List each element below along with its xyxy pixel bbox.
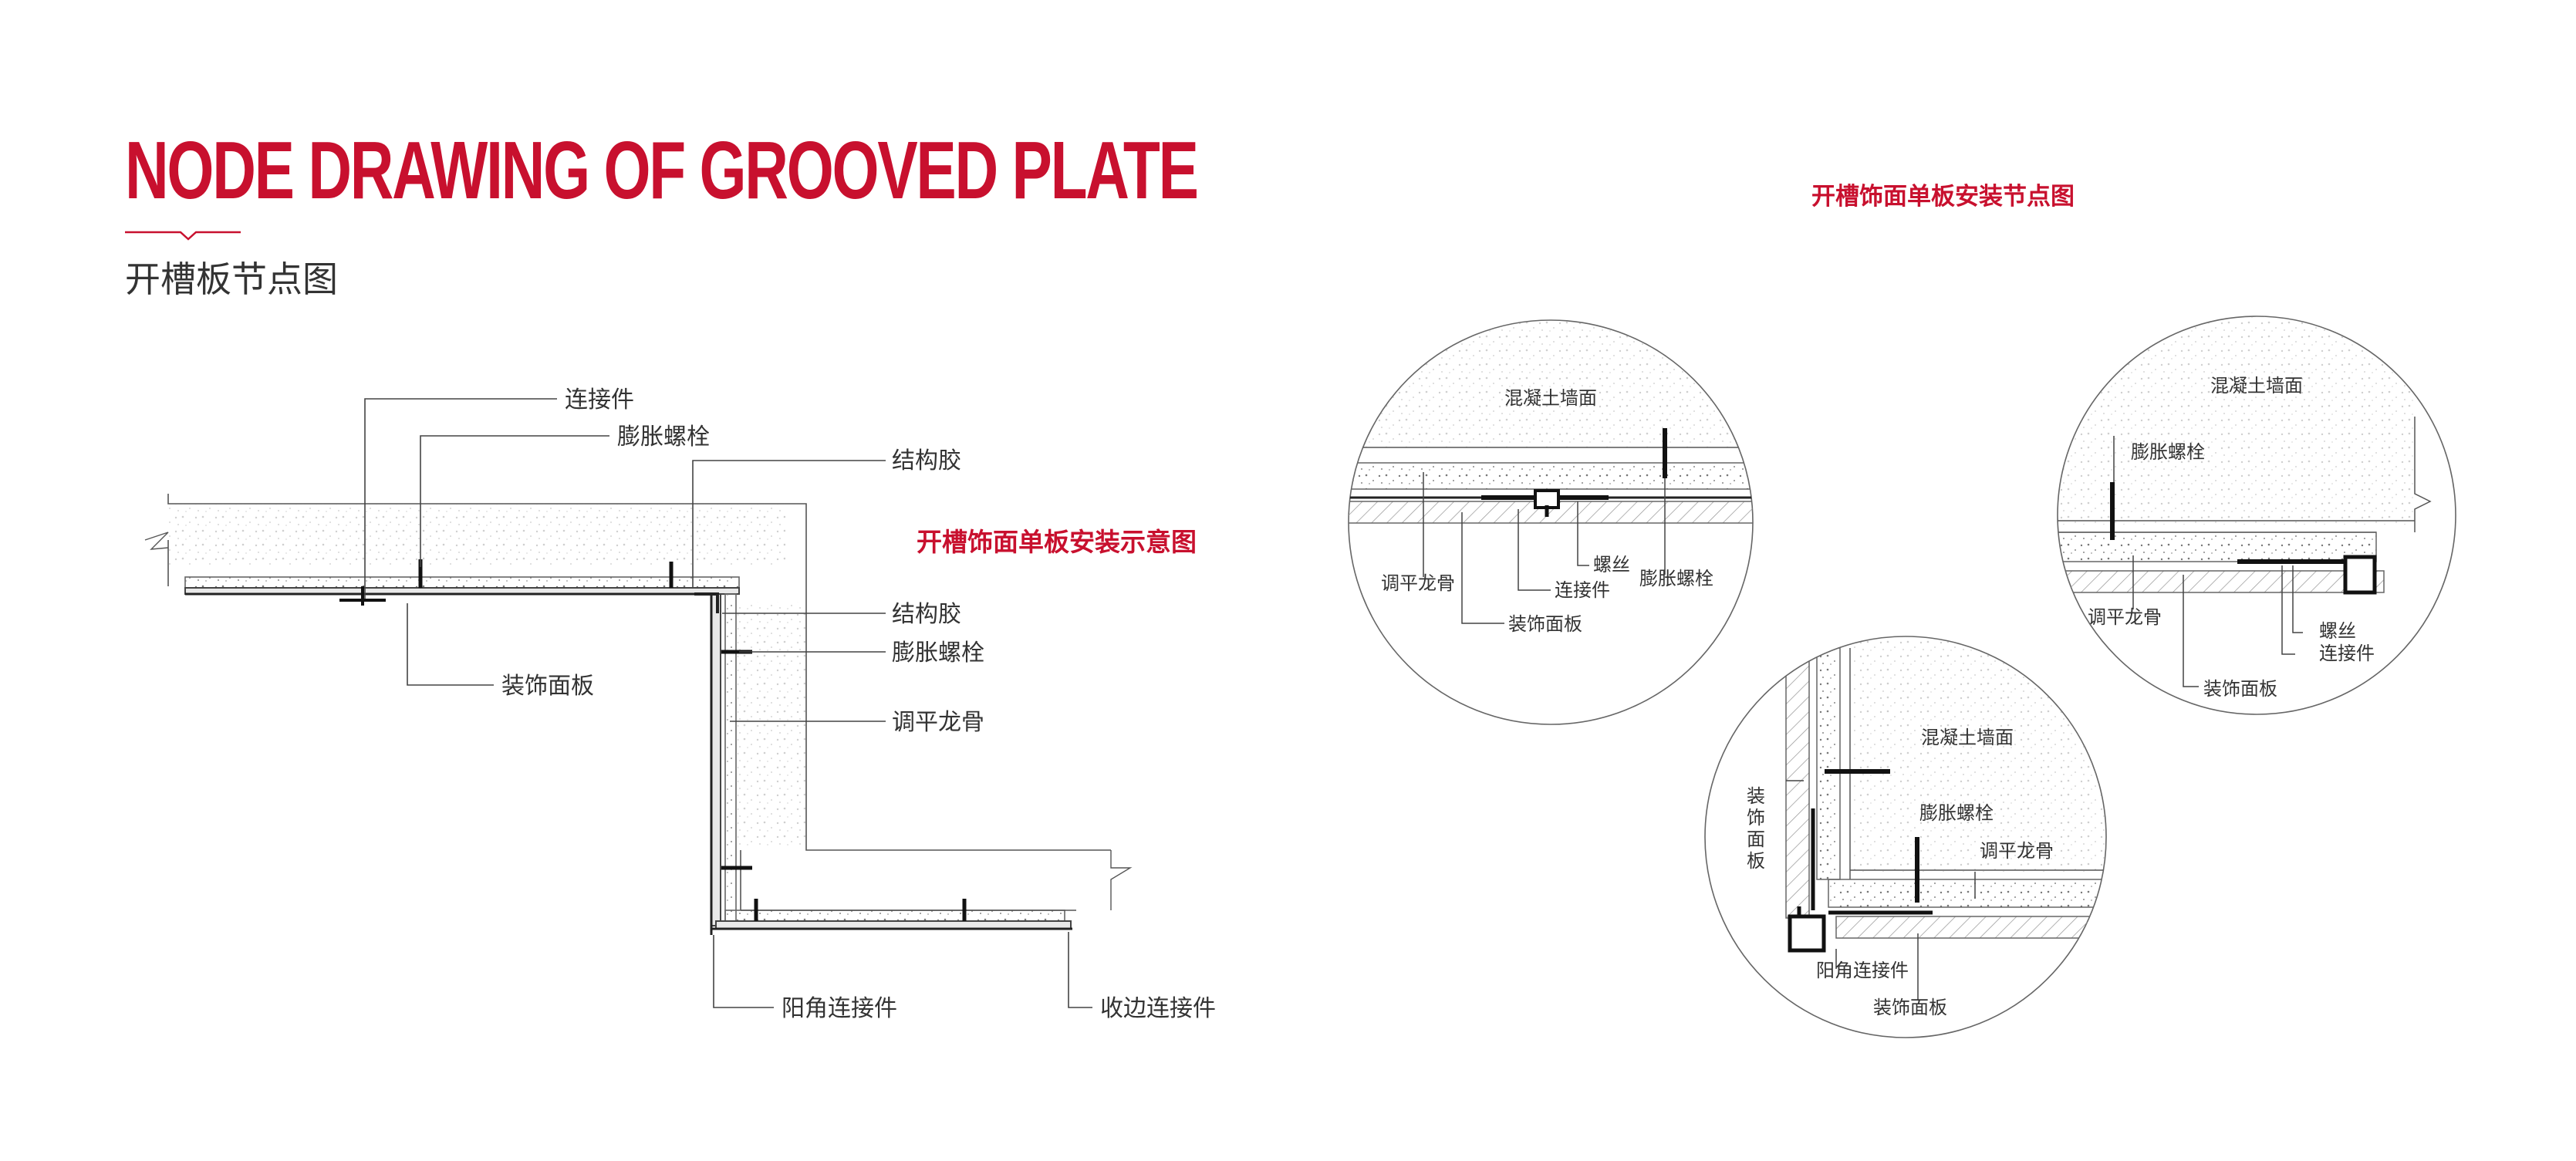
detail-a-label-screw: 螺丝 bbox=[1593, 554, 1630, 575]
label-decorative-panel: 装饰面板 bbox=[501, 673, 594, 700]
detail-c-label-concrete-wall: 混凝土墙面 bbox=[1921, 727, 2014, 748]
label-edge-connector: 收边连接件 bbox=[1100, 995, 1216, 1022]
detail-c-label-leveling-keel: 调平龙骨 bbox=[1980, 840, 2054, 862]
main-diagram bbox=[144, 398, 1133, 1008]
detail-c-label-decorative-panel-vertical: 装饰面板 bbox=[1747, 785, 1765, 872]
label-structural-glue-2: 结构胶 bbox=[892, 601, 961, 628]
title-divider bbox=[125, 231, 241, 241]
page-title: NODE DRAWING OF GROOVED PLATE bbox=[125, 125, 1199, 216]
detail-a-label-expansion-bolt: 膨胀螺栓 bbox=[1639, 568, 1713, 589]
detail-a-label-connector: 连接件 bbox=[1555, 579, 1610, 601]
label-expansion-bolt: 膨胀螺栓 bbox=[617, 424, 710, 451]
detail-b-label-concrete-wall: 混凝土墙面 bbox=[2210, 375, 2303, 397]
detail-b-label-decorative-panel: 装饰面板 bbox=[2203, 678, 2277, 700]
label-expansion-bolt-2: 膨胀螺栓 bbox=[892, 640, 984, 667]
page-subtitle: 开槽板节点图 bbox=[125, 258, 338, 300]
detail-c-label-decorative-panel: 装饰面板 bbox=[1873, 997, 1947, 1018]
detail-c-label-expansion-bolt: 膨胀螺栓 bbox=[1919, 802, 1994, 824]
detail-a-label-decorative-panel: 装饰面板 bbox=[1508, 613, 1582, 635]
detail-b-label-screw: 螺丝 bbox=[2319, 620, 2356, 642]
detail-b-label-leveling-keel: 调平龙骨 bbox=[2088, 606, 2162, 628]
detail-b-label-connector: 连接件 bbox=[2319, 643, 2375, 664]
detail-c bbox=[1704, 636, 2107, 1038]
detail-heading: 开槽饰面单板安装节点图 bbox=[1811, 183, 2075, 211]
detail-c-label-outer-corner-connector: 阳角连接件 bbox=[1816, 960, 1909, 981]
detail-a-label-leveling-keel: 调平龙骨 bbox=[1381, 572, 1455, 594]
label-connector: 连接件 bbox=[565, 386, 634, 413]
detail-b-label-expansion-bolt: 膨胀螺栓 bbox=[2131, 441, 2205, 463]
label-leveling-keel: 调平龙骨 bbox=[892, 709, 984, 736]
main-diagram-heading: 开槽饰面单板安装示意图 bbox=[917, 527, 1197, 557]
label-structural-glue: 结构胶 bbox=[892, 447, 961, 474]
label-outer-corner-connector: 阳角连接件 bbox=[782, 995, 897, 1022]
detail-a bbox=[1348, 319, 1754, 725]
detail-a-label-concrete-wall: 混凝土墙面 bbox=[1504, 387, 1597, 409]
